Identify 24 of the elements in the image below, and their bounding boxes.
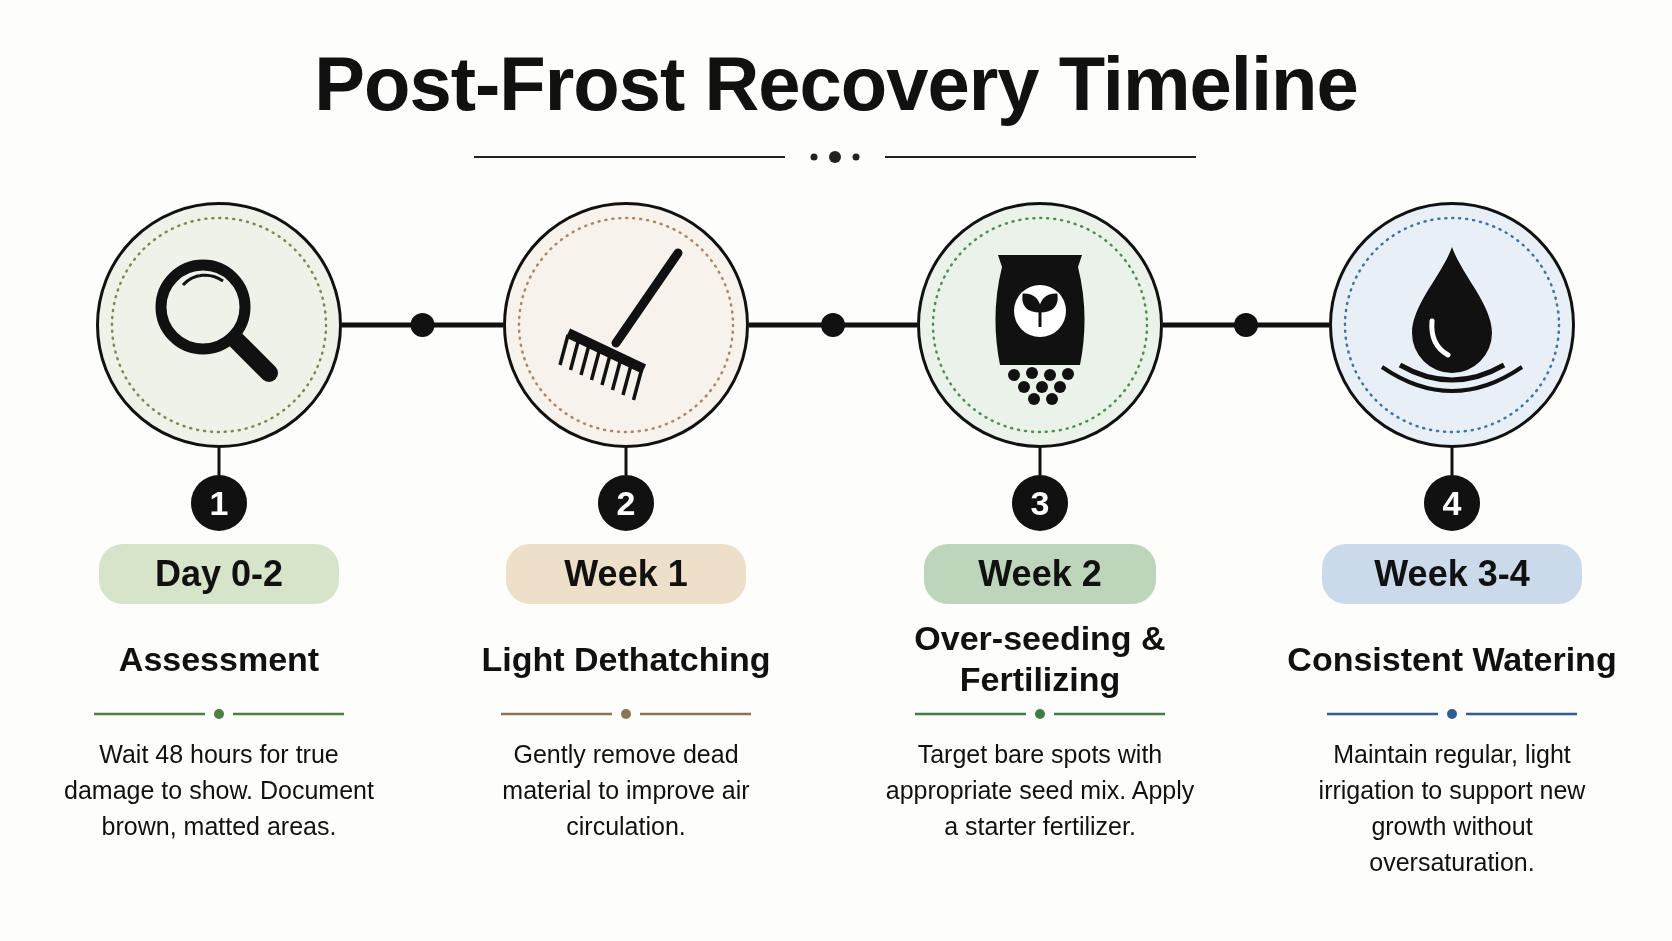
title: Post-Frost Recovery Timeline	[313, 40, 1359, 127]
connector-line	[342, 313, 503, 337]
step-heading: Over-seeding & Fertilizing	[913, 618, 1167, 700]
step-description: Target bare spots with appropriate seed mix. Apply a starter fertilizer.	[884, 739, 1196, 842]
step-number: 2	[598, 475, 654, 531]
step-number: 4	[1424, 475, 1480, 531]
step-heading: Light Dethatching	[481, 638, 771, 680]
connector-line	[624, 448, 628, 475]
step-heading: Consistent Watering	[1287, 638, 1617, 680]
connector-line	[749, 313, 917, 337]
step-number: 1	[191, 475, 247, 531]
connector-line	[1038, 448, 1042, 475]
step-heading: Assessment	[118, 638, 320, 680]
step-description: Wait 48 hours for true damage to show. Document brown, matted areas.	[63, 739, 375, 842]
period-label: Week 1	[506, 544, 746, 604]
period-label: Week 2	[924, 544, 1156, 604]
step-description: Maintain regular, light irrigation to support new growth without oversaturation.	[1317, 739, 1587, 878]
connector-line	[1450, 448, 1454, 475]
connector-line	[1163, 313, 1329, 337]
connector-line	[217, 448, 221, 475]
step-description: Gently remove dead material to improve air circulation.	[501, 739, 751, 842]
step-number: 3	[1012, 475, 1068, 531]
period-label: Day 0-2	[99, 544, 339, 604]
period-label: Week 3-4	[1322, 544, 1582, 604]
